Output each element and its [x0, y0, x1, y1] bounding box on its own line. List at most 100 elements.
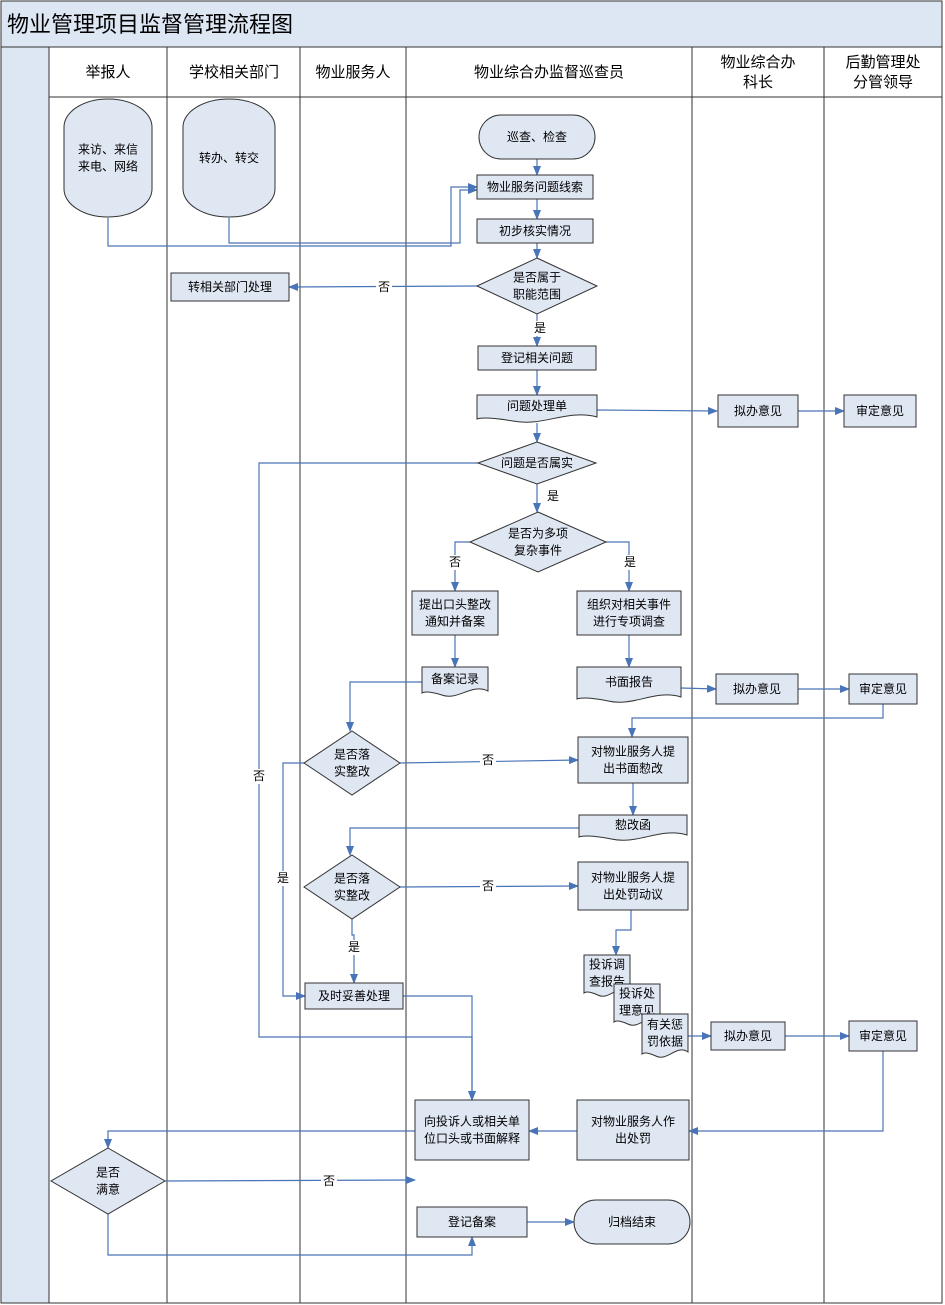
node-label: 转相关部门处理 — [188, 279, 272, 294]
node-label: 及时妥善处理 — [318, 988, 390, 1003]
process-box — [576, 1099, 690, 1161]
process-box — [576, 590, 682, 636]
node-patrol: 巡查、检查 — [478, 114, 596, 160]
node-label: 是否属于 — [513, 271, 561, 285]
edge-explain-to-satisfied — [104, 1130, 415, 1149]
edge-label: 否 — [482, 879, 494, 893]
node-label: 问题是否属实 — [501, 455, 573, 470]
process-box — [476, 174, 594, 200]
document-shape — [641, 1013, 689, 1058]
edge-label: 否 — [323, 1174, 335, 1188]
node-label: 拟办意见 — [724, 1028, 772, 1043]
start-shape — [63, 98, 153, 218]
start-shape — [182, 98, 276, 218]
lane-header-leader: 后勤管理处 — [845, 53, 920, 71]
node-letter: 愸改函 — [578, 814, 688, 841]
node-label: 出书面愸改 — [603, 762, 663, 776]
lane-header-chief: 科长 — [743, 73, 773, 91]
edge-transfer-to-clue — [228, 186, 478, 244]
decision-diamond — [303, 730, 401, 796]
lane-header-service: 物业服务人 — [315, 63, 390, 81]
edge-satisfied-to-archive_reg — [107, 1214, 476, 1256]
node-resolve: 及时妥善处理 — [304, 982, 404, 1010]
node-review3: 审定意见 — [848, 1020, 918, 1052]
edge-record-to-fix1 — [346, 681, 422, 732]
edge-fix2-to-resolve — [350, 919, 358, 984]
decision-diamond — [468, 511, 608, 573]
node-label: 审定意见 — [859, 1028, 907, 1043]
decision-diamond — [303, 854, 401, 920]
process-box — [577, 736, 689, 784]
process-box — [848, 1020, 918, 1052]
lane-header-reporter: 举报人 — [85, 63, 130, 81]
node-label: 初步核实情况 — [499, 223, 571, 238]
node-true: 问题是否属实 — [476, 441, 598, 485]
node-label: 对物业服务人提 — [591, 870, 675, 885]
node-record: 备案记录 — [421, 666, 489, 697]
node-label: 备案记录 — [431, 671, 479, 686]
process-box — [710, 1021, 786, 1051]
node-opinion3: 拟办意见 — [710, 1021, 786, 1051]
node-label: 出处罚 — [615, 1132, 651, 1146]
edge-complex-to-investigate — [606, 541, 633, 592]
edge-label: 是 — [547, 489, 559, 503]
lane-headers: 举报人学校相关部门物业服务人物业综合办监督巡查员物业综合办科长后勤管理处分管领导 — [85, 53, 920, 91]
node-label: 书面报告 — [605, 674, 653, 689]
node-register: 登记相关问题 — [477, 345, 597, 371]
node-label: 审定意见 — [859, 681, 907, 696]
process-box — [170, 272, 290, 302]
node-label: 来电、网络 — [78, 159, 138, 174]
document-shape — [578, 814, 688, 841]
process-box — [411, 590, 499, 636]
node-label: 投诉调 — [589, 957, 625, 972]
node-forward: 转相关部门处理 — [170, 272, 290, 302]
edge-labels-layer: 否是是否否是否是否是否 — [251, 280, 638, 1189]
node-label: 归档结束 — [608, 1215, 656, 1229]
node-end: 归档结束 — [573, 1199, 691, 1245]
node-label: 登记相关问题 — [501, 350, 573, 365]
node-label: 拟办意见 — [733, 681, 781, 696]
edge-label-bg — [376, 280, 392, 295]
node-label: 是否落 — [334, 748, 370, 762]
node-label: 向投诉人或相关单 — [424, 1114, 520, 1129]
node-label: 对物业服务人作 — [591, 1114, 675, 1129]
edge-label: 否 — [253, 769, 265, 783]
edge-label-bg — [532, 321, 548, 336]
process-box — [843, 394, 917, 428]
edge-label: 否 — [449, 555, 461, 569]
node-archive-reg: 登记备案 — [416, 1206, 528, 1238]
edge-resolve-to-explain — [403, 995, 476, 1101]
node-label: 投诉处 — [619, 986, 655, 1001]
node-label: 罚依据 — [647, 1034, 683, 1049]
node-label: 登记备案 — [448, 1214, 496, 1229]
node-label: 审定意见 — [856, 403, 904, 418]
node-label: 实整改 — [334, 764, 370, 779]
edge-review3-to-punish — [688, 1051, 884, 1135]
edge-label-bg — [321, 1174, 337, 1189]
title-band — [0, 0, 943, 48]
node-label: 复杂事件 — [514, 544, 562, 558]
node-label: 是否落 — [334, 872, 370, 886]
terminal-shape — [478, 114, 596, 160]
process-box — [416, 1206, 528, 1238]
terminal-shape — [573, 1199, 691, 1245]
edge-label: 否 — [378, 280, 390, 294]
decision-diamond — [50, 1147, 166, 1215]
node-transfer: 转办、转交 — [182, 98, 276, 218]
node-verify: 初步核实情况 — [476, 218, 594, 244]
node-label: 问题处理单 — [507, 399, 567, 413]
edge-label-bg — [346, 940, 362, 955]
node-label: 物业服务问题线索 — [487, 179, 583, 194]
node-label: 巡查、检查 — [507, 129, 567, 144]
edge-label-bg — [622, 555, 638, 570]
